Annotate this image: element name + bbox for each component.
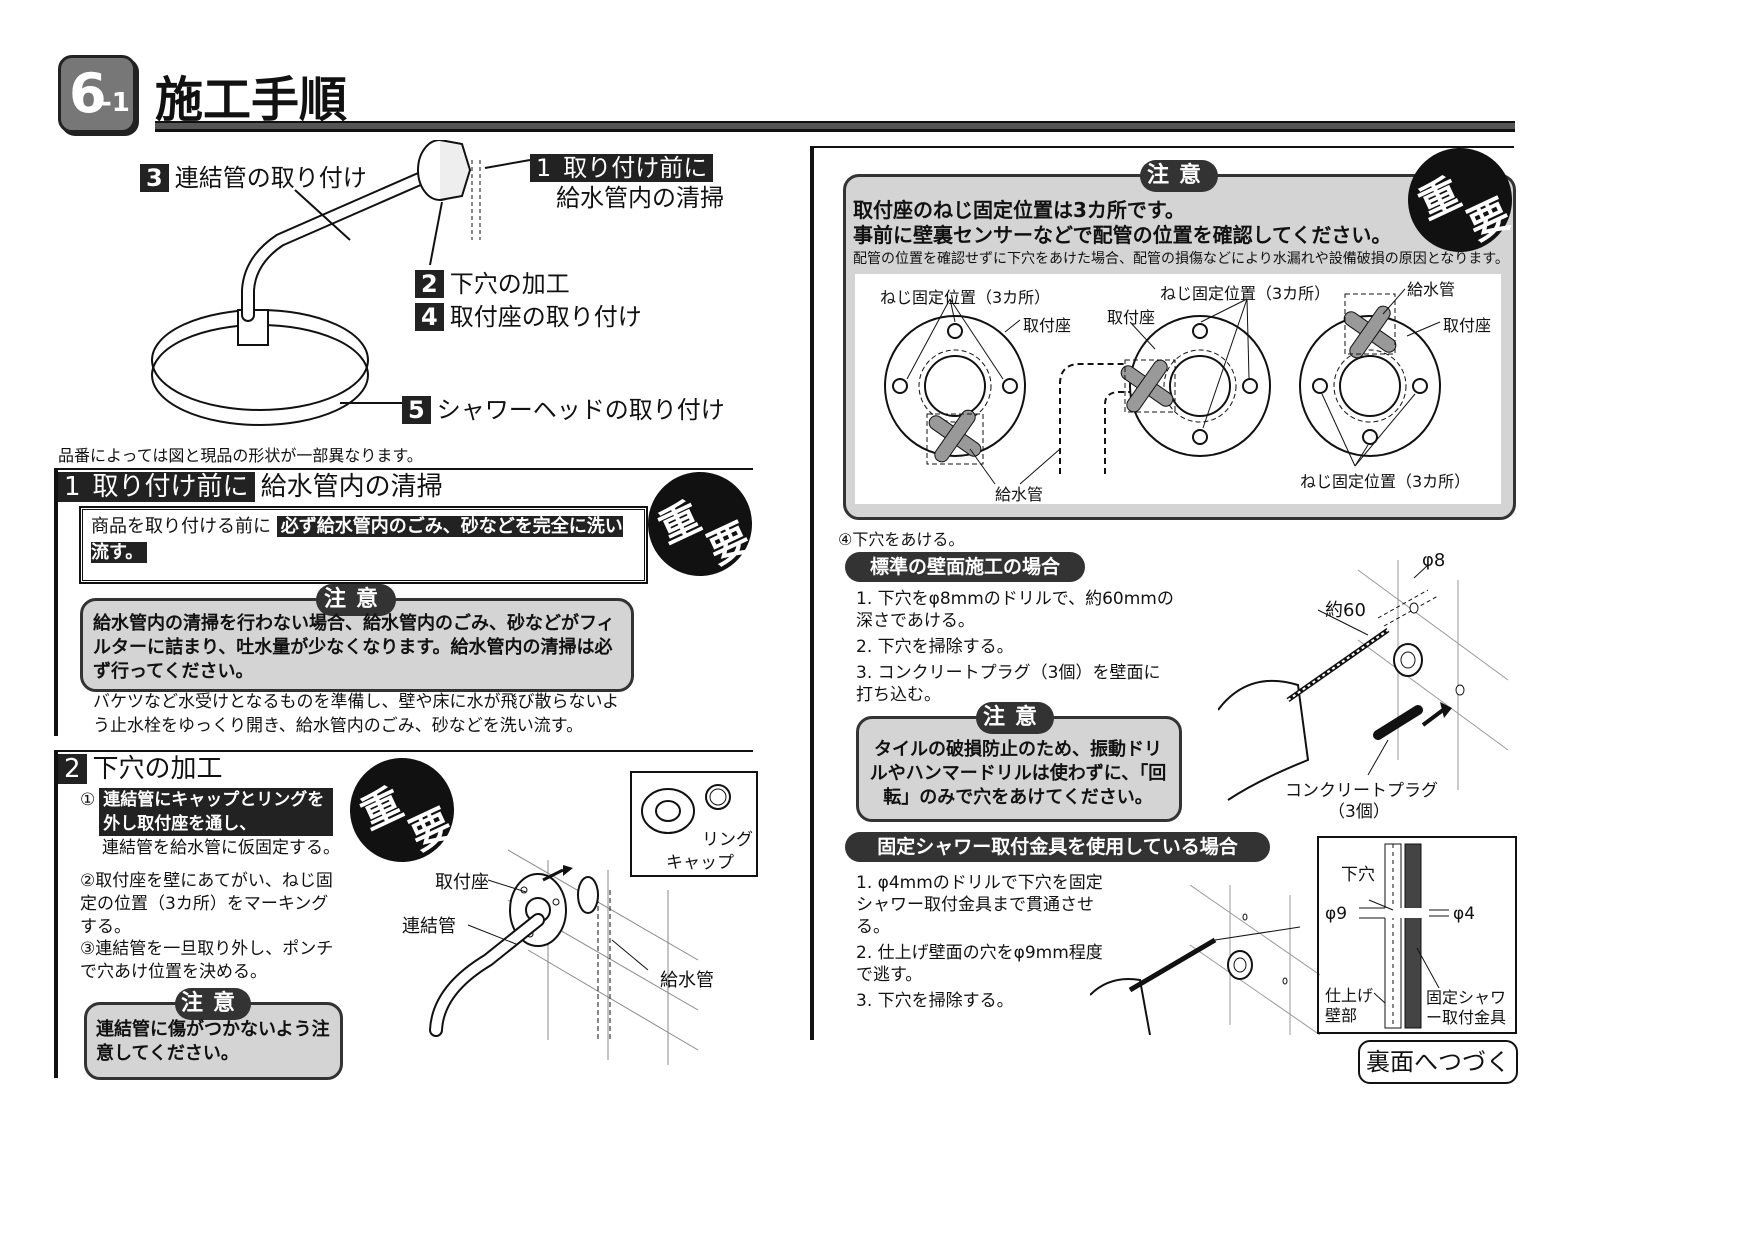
phi9-label: φ9 [1325, 904, 1348, 924]
drilling-illustration [1218, 560, 1509, 801]
drill-caution-text: タイルの破損防止のため、振動ドリルやハンマードリルは使わずに、「回転」のみで穴を… [869, 739, 1167, 808]
page-title: 施工手順 [155, 72, 348, 128]
pipe-mount-illustration [429, 849, 699, 1065]
section1-body: バケツなど水受けとなるものを準備し、壁や床に水が飛び散らないよう止水栓をゆっくり… [93, 692, 620, 736]
wall-section-inset: 下穴 φ9 φ4 仕上げ壁部 固定シャワー取付金具 [1317, 836, 1517, 1034]
standard-step: 2. 下穴を掃除する。 [856, 637, 1014, 657]
drill-caution-tag: 注意 [976, 702, 1054, 734]
fig-pipe-label: 連結管 [402, 916, 456, 937]
depth-label: 約60 [1325, 600, 1366, 621]
seat-label-1: 取付座 [1023, 316, 1072, 335]
flange-diagram-panel: ねじ固定位置（3カ所） 取付座 給水管 ねじ固定位置（3カ所） 取付座 給水管 … [855, 274, 1501, 504]
section2-caution-tag: 注意 [175, 988, 251, 1020]
layout-caution-line3: 配管の位置を確認せずに下穴をあけた場合、配管の損傷などにより水漏れや設備破損の原… [853, 251, 1509, 267]
section-sub: -1 [101, 88, 130, 118]
layout-caution-line1: 取付座のねじ固定位置は3カ所です。 [853, 198, 1185, 222]
fixed-title: 固定シャワー取付金具を使用している場合 [845, 832, 1270, 862]
fixed-step: 3. 下穴を掃除する。 [856, 991, 1014, 1011]
overview-illustration [151, 140, 531, 426]
right-column-side-rule [810, 146, 814, 1040]
important-badge-1: 重 要 [630, 454, 770, 594]
seat-label-2: 取付座 [1107, 308, 1156, 327]
section2-step3: ③連結管を一旦取り外し、ポンチで穴あけ位置を決める。 [80, 939, 334, 982]
section2-caution-text: 連結管に傷がつかないよう注意してください。 [96, 1019, 330, 1064]
standard-title: 標準の壁面施工の場合 [845, 552, 1085, 582]
section-number-badge: 6 -1 [58, 55, 136, 133]
layout-caution-line2: 事前に壁裏センサーなどで配管の位置を確認してください。 [853, 223, 1392, 247]
fixed-drill-illustration [1090, 885, 1320, 1035]
seat-label-3: 取付座 [1443, 316, 1492, 335]
section2-step2: ②取付座を壁にあてがい、ねじ固定の位置（3カ所）をマーキングする。 [80, 871, 333, 937]
cap-ring-inset: リング キャップ [630, 771, 758, 877]
screw-label-3: ねじ固定位置（3カ所） [1300, 472, 1471, 491]
finish-wall-label: 仕上げ壁部 [1325, 986, 1374, 1025]
fixed-steps: 1. φ4mmのドリルで下穴を固定シャワー取付金具まで貫通させる。 2. 仕上げ… [856, 872, 1118, 1012]
fig-seat-label: 取付座 [435, 872, 489, 893]
phi4-label: φ4 [1453, 904, 1476, 924]
continue-badge: 裏面へつづく [1358, 1040, 1518, 1084]
screw-label-1: ねじ固定位置（3カ所） [880, 288, 1051, 307]
section2-side-rule [54, 750, 58, 1078]
section1-caution-text: 給水管内の清掃を行わない場合、給水管内のごみ、砂などがフィルターに詰まり、吐水量… [93, 613, 615, 682]
fixed-step: 1. φ4mmのドリルで下穴を固定シャワー取付金具まで貫通させる。 [856, 873, 1103, 937]
section1-important-box: 商品を取り付ける前に 必ず給水管内のごみ、砂などを完全に洗い流す。 [79, 506, 648, 584]
header-rule [155, 121, 1515, 132]
plug-label: コンクリートプラグ [1285, 781, 1438, 801]
fig-ring-label: リング [702, 830, 753, 850]
shape-note: 品番によっては図と現品の形状が一部異なります。 [58, 446, 423, 465]
standard-steps: 1. 下穴をφ8mmのドリルで、約60mmの深さであける。 2. 下穴を掃除する… [856, 588, 1176, 706]
section2-step1: ① 連結管にキャップとリングを外し取付座を通し、 連結管を給水管に仮固定する。 [80, 788, 340, 858]
overview-step1-sub: 給水管内の清掃 [556, 184, 724, 212]
fig-supply-label: 給水管 [660, 970, 714, 991]
right-column-rule [812, 146, 1514, 148]
wall-section-drawing [1359, 843, 1449, 1029]
plug-count-label: （3個） [1328, 802, 1390, 822]
screw-label-2: ねじ固定位置（3カ所） [1160, 284, 1331, 303]
section1-rule [58, 468, 753, 470]
bracket-label: 固定シャワー取付金具 [1425, 988, 1506, 1027]
fig-cap-label: キャップ [666, 853, 734, 873]
standard-step: 1. 下穴をφ8mmのドリルで、約60mmの深さであける。 [856, 589, 1174, 631]
pilot-hole-label: 下穴 [1341, 865, 1375, 885]
fixed-step: 2. 仕上げ壁面の穴をφ9mm程度で逃す。 [856, 943, 1103, 985]
supply-label-1: 給水管 [995, 485, 1044, 504]
cap-ring-drawing [641, 784, 731, 834]
supply-label-3: 給水管 [1407, 280, 1456, 299]
flange-diagrams [884, 288, 1441, 485]
drill-intro: ④下穴をあける。 [838, 530, 965, 549]
section1-side-rule [54, 468, 58, 736]
standard-step: 3. コンクリートプラグ（3個）を壁面に打ち込む。 [856, 663, 1161, 705]
section1-caution-tag: 注意 [316, 584, 396, 616]
phi8-label: φ8 [1422, 550, 1446, 571]
layout-caution-tag: 注意 [1140, 160, 1218, 192]
section2-rule [58, 750, 753, 752]
section-number: 6 [69, 62, 107, 125]
